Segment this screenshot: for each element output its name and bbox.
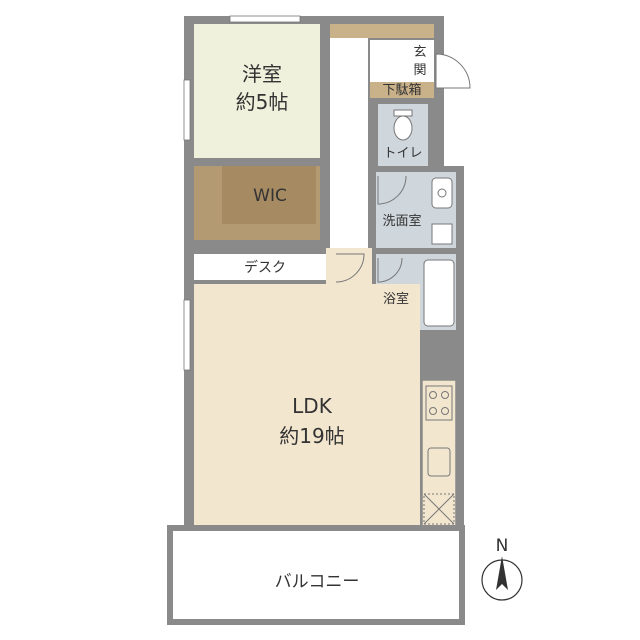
ldk-label: LDK <box>292 394 332 418</box>
desk-label: デスク <box>244 260 286 276</box>
western-room-name: 洋室 <box>242 62 282 86</box>
shoe-box <box>370 82 434 98</box>
burner-icon <box>429 407 437 415</box>
entrance-label-2: 関 <box>413 63 427 78</box>
door-swing-corridor <box>335 253 365 283</box>
western-room-floor <box>194 24 320 158</box>
ldk-size: 約19帖 <box>279 424 345 448</box>
door-swing-bath <box>377 257 403 283</box>
balcony-label: バルコニー <box>274 572 360 592</box>
door-swing-entrance <box>435 53 471 89</box>
fridge-cross <box>423 493 455 525</box>
compass-icon <box>481 556 523 601</box>
entrance-label-1: 玄 <box>413 45 427 60</box>
fridge-space-icon <box>423 493 455 525</box>
desk-strip <box>194 254 326 280</box>
burner-icon <box>441 391 449 399</box>
compass-north-label: N <box>495 536 509 556</box>
toilet-bowl-icon <box>393 115 413 141</box>
stove-top <box>425 385 453 421</box>
toilet-label: トイレ <box>383 146 423 161</box>
kitchen-counter <box>421 379 457 529</box>
ldk-floor <box>194 284 420 528</box>
burner-icon <box>429 391 437 399</box>
western-room-size: 約5帖 <box>235 90 289 114</box>
wic-label: WIC <box>253 186 287 206</box>
washbasin-drain <box>437 188 447 198</box>
washroom-label: 洗面室 <box>382 214 422 229</box>
bathtub-icon <box>423 259 455 327</box>
entrance-area <box>370 40 434 82</box>
corridor <box>330 24 368 248</box>
wic-floor-inner <box>222 166 316 224</box>
corridor-top <box>330 24 434 38</box>
window <box>183 299 191 371</box>
toilet-tank-icon <box>393 109 413 117</box>
window <box>229 15 301 23</box>
door-swing-washroom <box>377 175 407 205</box>
shoe-box-label: 下駄箱 <box>382 83 422 98</box>
window <box>183 79 191 141</box>
balcony-outline <box>167 525 465 625</box>
kitchen-sink-icon <box>427 447 451 477</box>
washer-icon <box>431 223 453 245</box>
washbasin-icon <box>431 177 453 209</box>
burner-icon <box>441 407 449 415</box>
bathroom-label: 浴室 <box>382 292 409 307</box>
